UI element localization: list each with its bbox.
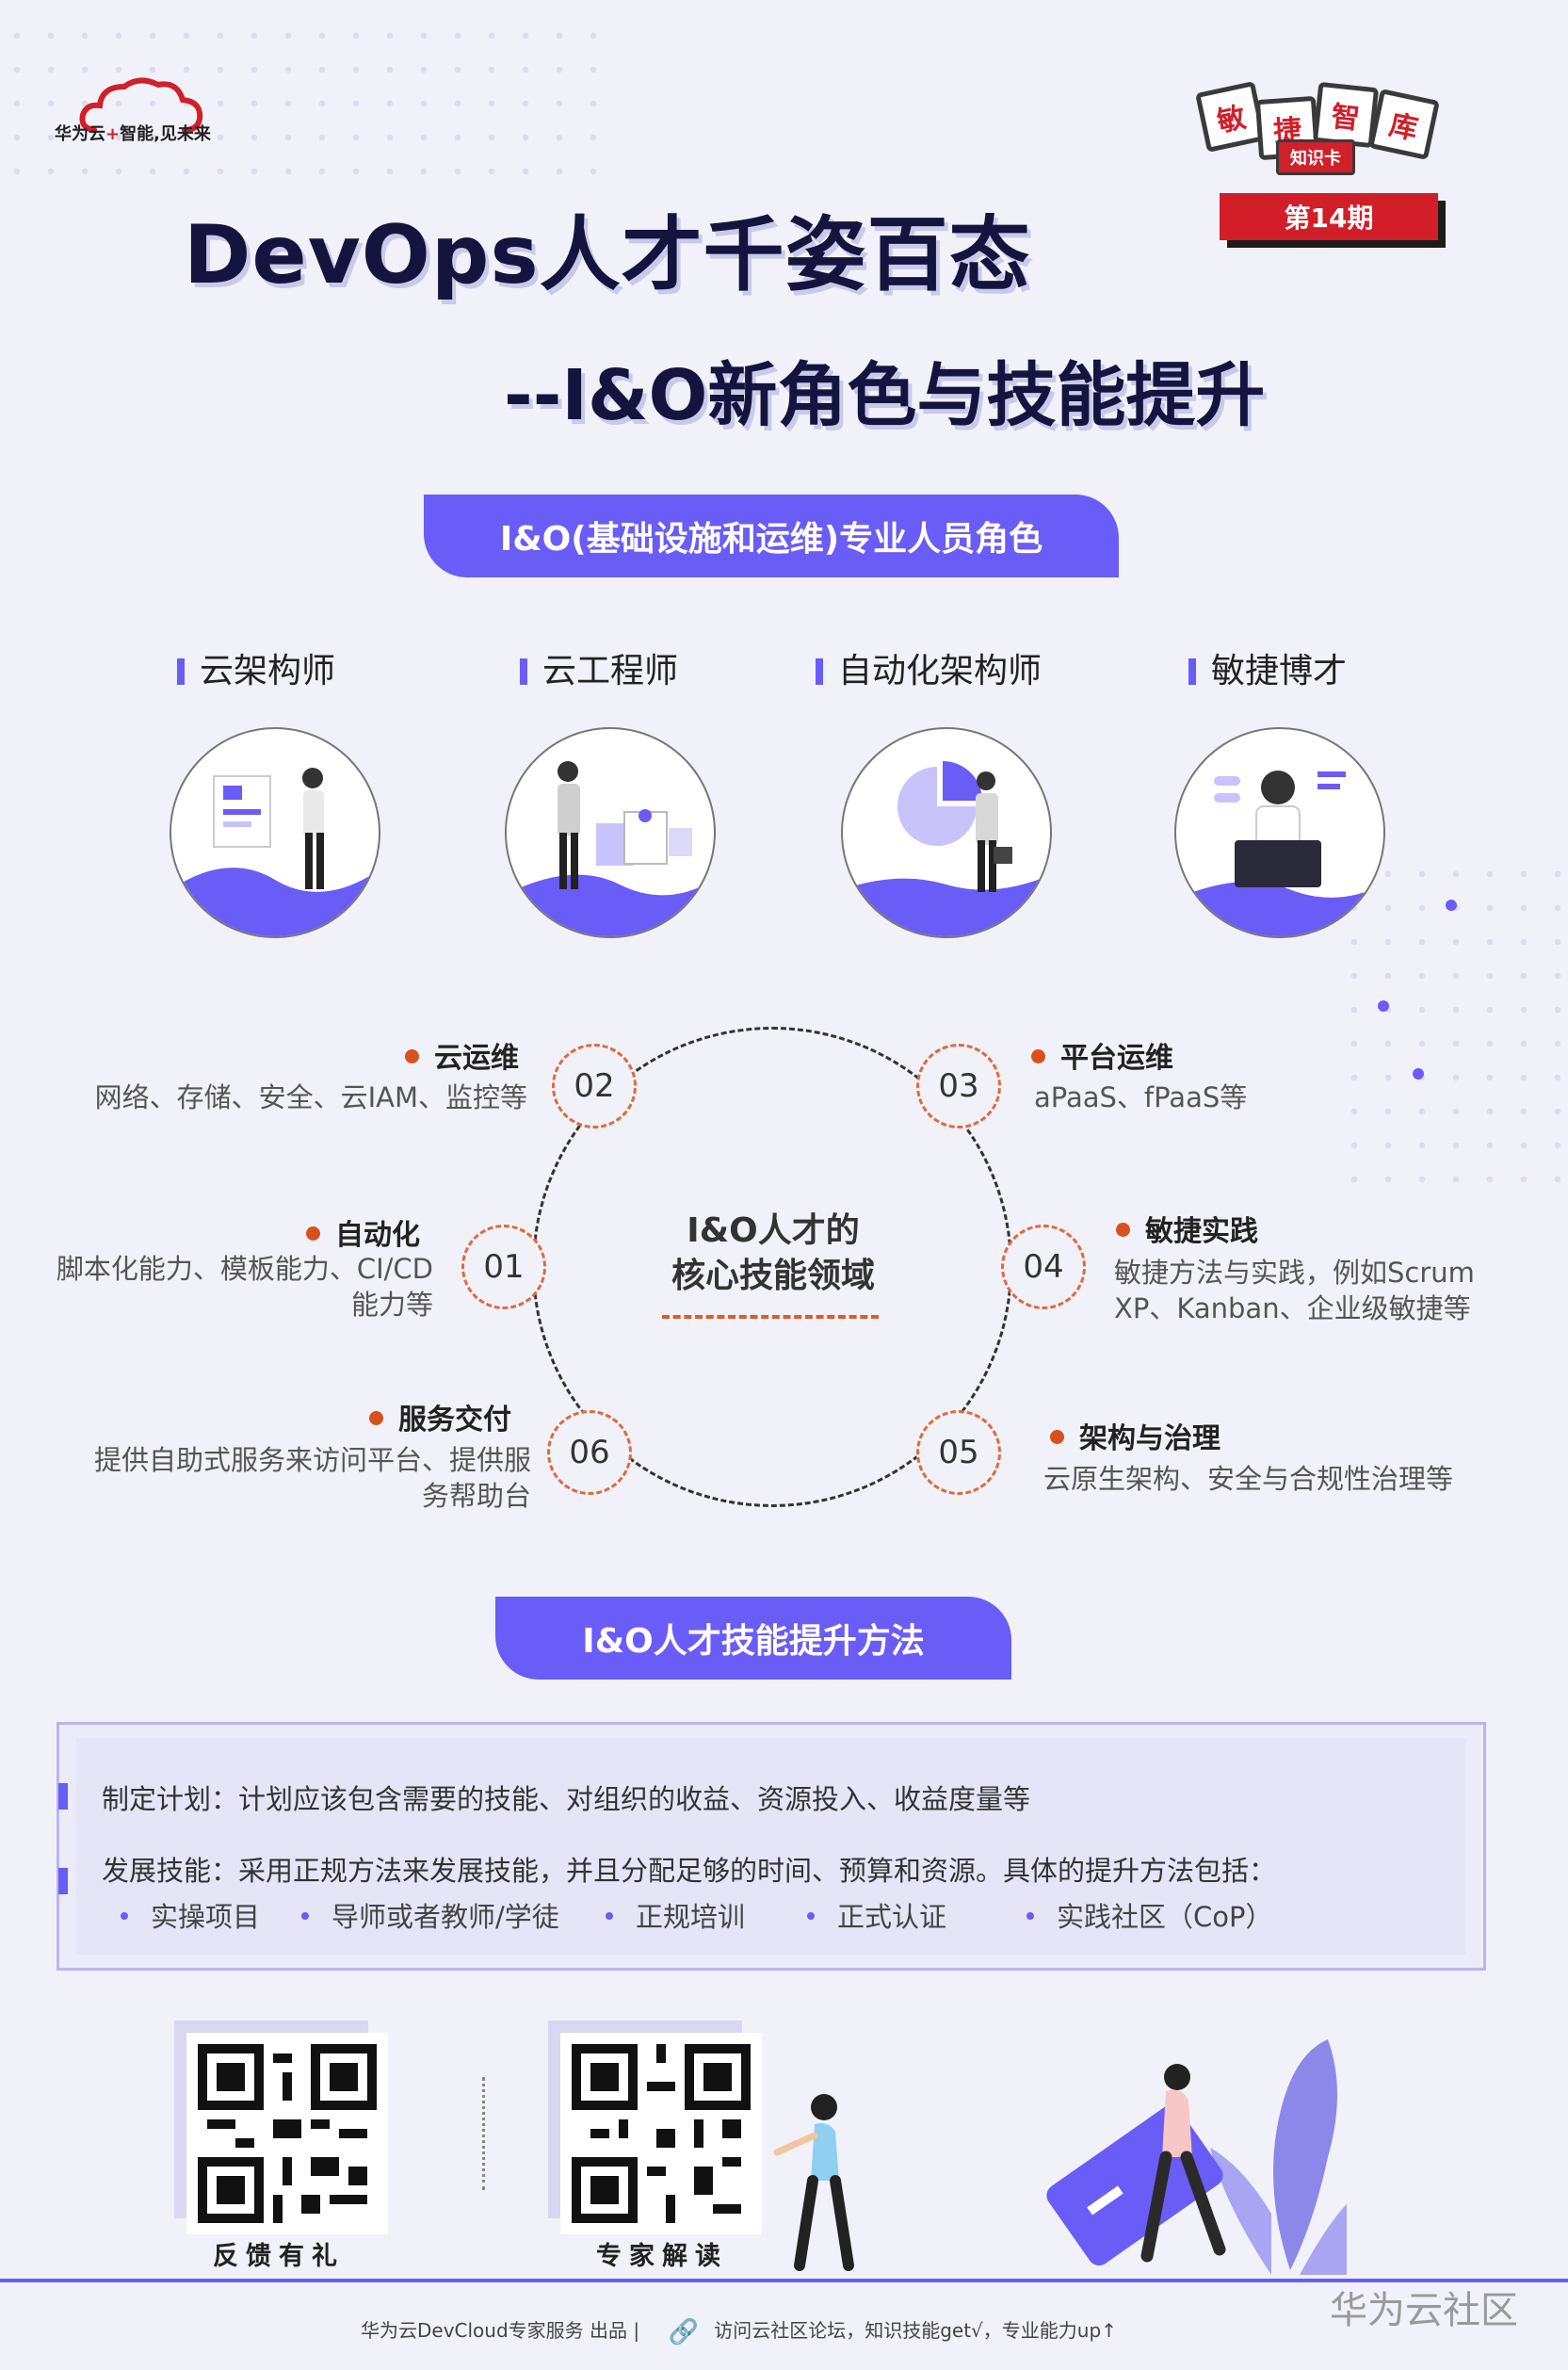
role-title-agile-generalist: 敏捷博才 bbox=[1188, 643, 1347, 692]
footer-credits: 华为云DevCloud专家服务 出品 | 🔗 访问云社区论坛，知识技能get√，… bbox=[361, 2318, 1117, 2346]
cloud-engineer-illustration-icon bbox=[505, 727, 716, 938]
community-watermark: 华为云社区 bbox=[1330, 2289, 1518, 2332]
feedback-qr-code[interactable] bbox=[186, 2033, 388, 2234]
agile-generalist-illustration-icon bbox=[1174, 727, 1385, 938]
cloud-architect-illustration-icon bbox=[170, 727, 380, 938]
skill-number-05: 05 bbox=[916, 1410, 1001, 1495]
skill-desc-agile-practice: 敏捷方法与实践，例如Scrum XP、Kanban、企业级敏捷等 bbox=[1114, 1257, 1475, 1324]
badge-subtitle: 知识卡 bbox=[1276, 139, 1355, 175]
method-item: 导师或者教师/学徒 bbox=[301, 1895, 559, 1935]
feedback-qr-label: 反馈有礼 bbox=[213, 2242, 345, 2271]
qr-code-icon bbox=[198, 2044, 377, 2223]
skill-number-03: 03 bbox=[916, 1044, 1001, 1128]
method-item: 正式认证 bbox=[807, 1895, 946, 1935]
footer-divider bbox=[0, 2279, 1568, 2282]
expert-qr-label: 专家解读 bbox=[596, 2242, 728, 2271]
center-underline bbox=[662, 1315, 879, 1319]
method-plan: 制定计划：计划应该包含需要的技能、对组织的收益、资源投入、收益度量等 bbox=[102, 1783, 1031, 1815]
role-title-cloud-engineer: 云工程师 bbox=[520, 643, 678, 692]
dot-accent bbox=[1446, 900, 1457, 911]
skill-title-agile-practice: 敏捷实践 bbox=[1116, 1208, 1258, 1249]
methods-bar bbox=[58, 1868, 68, 1894]
skill-desc-platform-ops: aPaaS、fPaaS等 bbox=[1034, 1081, 1248, 1113]
skill-number-02: 02 bbox=[552, 1044, 637, 1128]
methods-bar bbox=[58, 1783, 68, 1810]
skill-desc-cloud-ops: 网络、存储、安全、云IAM、监控等 bbox=[94, 1081, 527, 1113]
methods-heading: I&O人才技能提升方法 bbox=[495, 1597, 1011, 1680]
huawei-cloud-logo-icon bbox=[79, 77, 203, 133]
roles-heading: I&O(基础设施和运维)专业人员角色 bbox=[424, 495, 1119, 577]
dot-accent bbox=[1378, 1000, 1389, 1012]
skill-title-platform-ops: 平台运维 bbox=[1031, 1034, 1173, 1076]
skill-number-01: 01 bbox=[461, 1225, 546, 1309]
link-icon: 🔗 bbox=[668, 2318, 699, 2346]
page-title: DevOps人才千姿百态 bbox=[184, 208, 1031, 302]
credit-card-woman-illustration-icon bbox=[1046, 2039, 1347, 2275]
skill-desc-service-delivery: 提供自助式服务来访问平台、提供服 务帮助台 bbox=[93, 1444, 531, 1512]
method-item: 实践社区（CoP） bbox=[1026, 1895, 1272, 1935]
method-item: 正规培训 bbox=[606, 1895, 745, 1935]
automation-architect-illustration-icon bbox=[841, 727, 1052, 938]
skill-title-architecture-governance: 架构与治理 bbox=[1050, 1415, 1220, 1456]
role-title-cloud-architect: 云架构师 bbox=[177, 643, 335, 692]
person-pushing-illustration-icon bbox=[773, 2094, 854, 2271]
dot-pattern-right bbox=[1337, 857, 1568, 1196]
skill-desc-architecture-governance: 云原生架构、安全与合规性治理等 bbox=[1043, 1463, 1454, 1495]
method-develop: 发展技能：采用正规方法来发展技能，并且分配足够的时间、预算和资源。具体的提升方法… bbox=[102, 1855, 1277, 1887]
vertical-divider bbox=[482, 2077, 485, 2190]
page-subtitle: --I&O新角色与技能提升 bbox=[504, 355, 1266, 436]
skill-title-service-delivery: 服务交付 bbox=[369, 1396, 511, 1437]
badge-tile: 智 bbox=[1312, 81, 1380, 149]
skill-number-06: 06 bbox=[547, 1410, 632, 1495]
skill-title-automation: 自动化 bbox=[306, 1211, 420, 1253]
skill-number-04: 04 bbox=[1001, 1225, 1086, 1309]
qr-code-icon bbox=[572, 2044, 751, 2223]
issue-number: 第14期 bbox=[1220, 193, 1438, 240]
role-title-automation-architect: 自动化架构师 bbox=[816, 643, 1042, 692]
skills-center-label: I&O人才的 核心技能领域 bbox=[671, 1211, 875, 1295]
dot-accent bbox=[1413, 1068, 1424, 1079]
badge-tile: 库 bbox=[1368, 89, 1440, 160]
knowledge-card-badge: 敏 捷 智 库 知识卡 bbox=[1195, 75, 1446, 179]
method-item: 实操项目 bbox=[121, 1895, 260, 1935]
logo-slogan: 华为云+智能,见未来 bbox=[55, 124, 211, 144]
skill-title-cloud-ops: 云运维 bbox=[405, 1034, 519, 1076]
expert-qr-code[interactable] bbox=[560, 2033, 762, 2234]
skill-desc-automation: 脚本化能力、模板能力、CI/CD 能力等 bbox=[56, 1253, 433, 1321]
